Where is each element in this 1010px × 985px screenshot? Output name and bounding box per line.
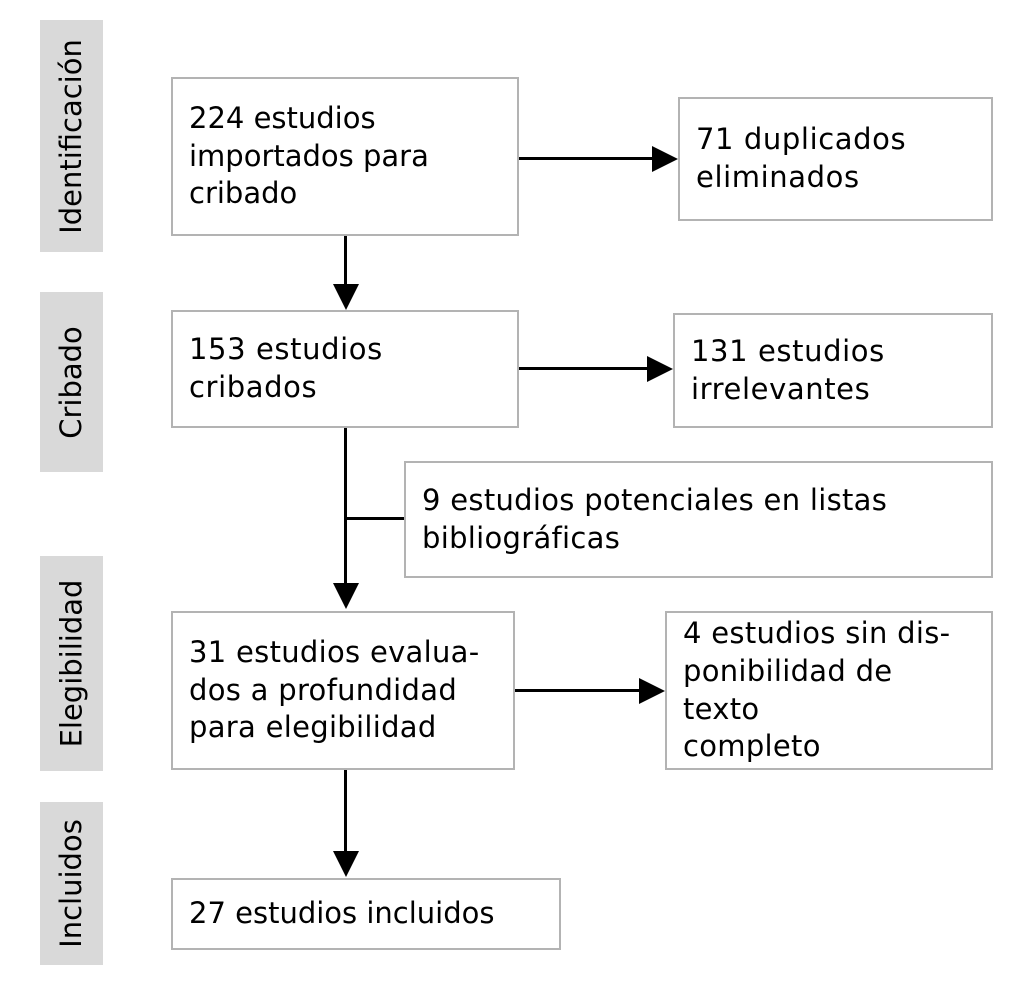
arrowhead-assessed-to-no-fulltext [639,678,665,704]
arrowhead-screened-to-assessed [333,583,359,609]
stage-label-cribado: Cribado [54,325,88,439]
stage-label-incluidos: Incluidos [54,819,89,948]
box-duplicates-removed[interactable]: 71 duplicados eliminados [678,97,993,221]
connector-screened-to-assessed [344,428,347,593]
box-irrelevant-studies[interactable]: 131 estudios irrelevantes [673,313,993,428]
box-imported-for-screening[interactable]: 224 estudios importados para cribado [171,77,519,236]
box-no-full-text-availability-text: 4 estudios sin dis- ponibilidad de texto… [683,616,951,764]
box-irrelevant-studies-text: 131 estudios irrelevantes [691,333,885,406]
connector-imported-to-duplicates [519,157,657,160]
box-studies-screened-text: 153 estudios cribados [189,332,383,404]
connector-imported-to-screened [344,236,347,294]
box-assessed-for-eligibility-text: 31 estudios evalua- dos a profundidad pa… [189,634,480,745]
box-potential-studies-reference-lists[interactable]: 9 estudios potenciales en listas bibliog… [404,461,993,578]
stage-band-incluidos: Incluidos [40,802,103,965]
box-studies-included-text: 27 estudios incluidos [189,896,495,931]
box-studies-included[interactable]: 27 estudios incluidos [171,878,561,950]
arrowhead-screened-to-irrelevant [647,356,673,382]
connector-reference-lists-to-spine [344,517,406,520]
box-potential-studies-reference-lists-text: 9 estudios potenciales en listas bibliog… [422,482,888,555]
arrowhead-imported-to-duplicates [652,146,678,172]
box-imported-for-screening-text: 224 estudios importados para cribado [189,100,429,211]
connector-assessed-to-no-fulltext [515,689,643,692]
stage-band-identificacion: Identificación [40,20,103,252]
box-no-full-text-availability[interactable]: 4 estudios sin dis- ponibilidad de texto… [665,611,993,770]
stage-label-identificacion: Identificación [54,38,88,234]
box-studies-screened[interactable]: 153 estudios cribados [171,310,519,428]
arrowhead-assessed-to-included [333,851,359,877]
stage-band-cribado: Cribado [40,292,103,472]
connector-screened-to-irrelevant [519,367,652,370]
stage-band-elegibilidad: Elegibilidad [40,556,103,771]
box-duplicates-removed-text: 71 duplicados eliminados [696,122,907,194]
arrowhead-imported-to-screened [333,284,359,310]
connector-assessed-to-included [344,770,347,852]
stage-label-elegibilidad: Elegibilidad [54,579,89,748]
box-assessed-for-eligibility[interactable]: 31 estudios evalua- dos a profundidad pa… [171,611,515,770]
